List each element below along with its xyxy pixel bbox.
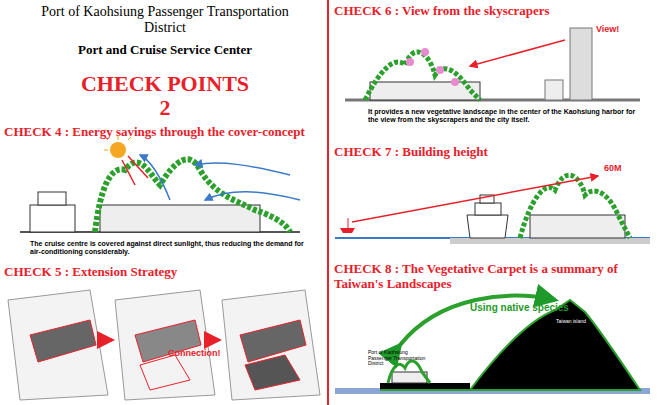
callout: View! xyxy=(596,24,619,34)
callout: Connection! xyxy=(168,348,221,358)
skyline-drawing xyxy=(345,28,640,100)
section-heading: CHECK 4 : Energy savings through the cov… xyxy=(4,125,324,140)
subtitle: Port and Cruise Service Center xyxy=(10,42,320,58)
caption: The cruise centre is covered against dir… xyxy=(30,240,310,257)
extension-drawing xyxy=(8,290,320,400)
cover-drawing xyxy=(20,136,300,232)
title: Port of Kaohsiung Passenger Transportati… xyxy=(40,4,290,36)
small-label: Taiwan island xyxy=(556,318,586,324)
section-heading: CHECK 5 : Extension Strategy xyxy=(4,265,324,280)
checkpoints-title: CHECK POINTS xyxy=(10,72,320,96)
callout: 60M xyxy=(604,163,622,173)
checkpoints-number: 2 xyxy=(10,96,320,120)
divider xyxy=(327,0,329,405)
caption: It provides a new vegetative landscape i… xyxy=(368,108,638,125)
height-drawing xyxy=(335,175,650,244)
small-label: Port of Kaohsiung Passenger Transportati… xyxy=(368,350,428,367)
callout: Using native species xyxy=(470,302,569,313)
section-heading: CHECK 7 : Building height xyxy=(334,145,654,160)
section-heading: CHECK 8 : The Vegetative Carpet is a sum… xyxy=(334,262,654,292)
section-heading: CHECK 6 : View from the skyscrapers xyxy=(334,4,654,19)
landscape-drawing xyxy=(335,296,650,394)
